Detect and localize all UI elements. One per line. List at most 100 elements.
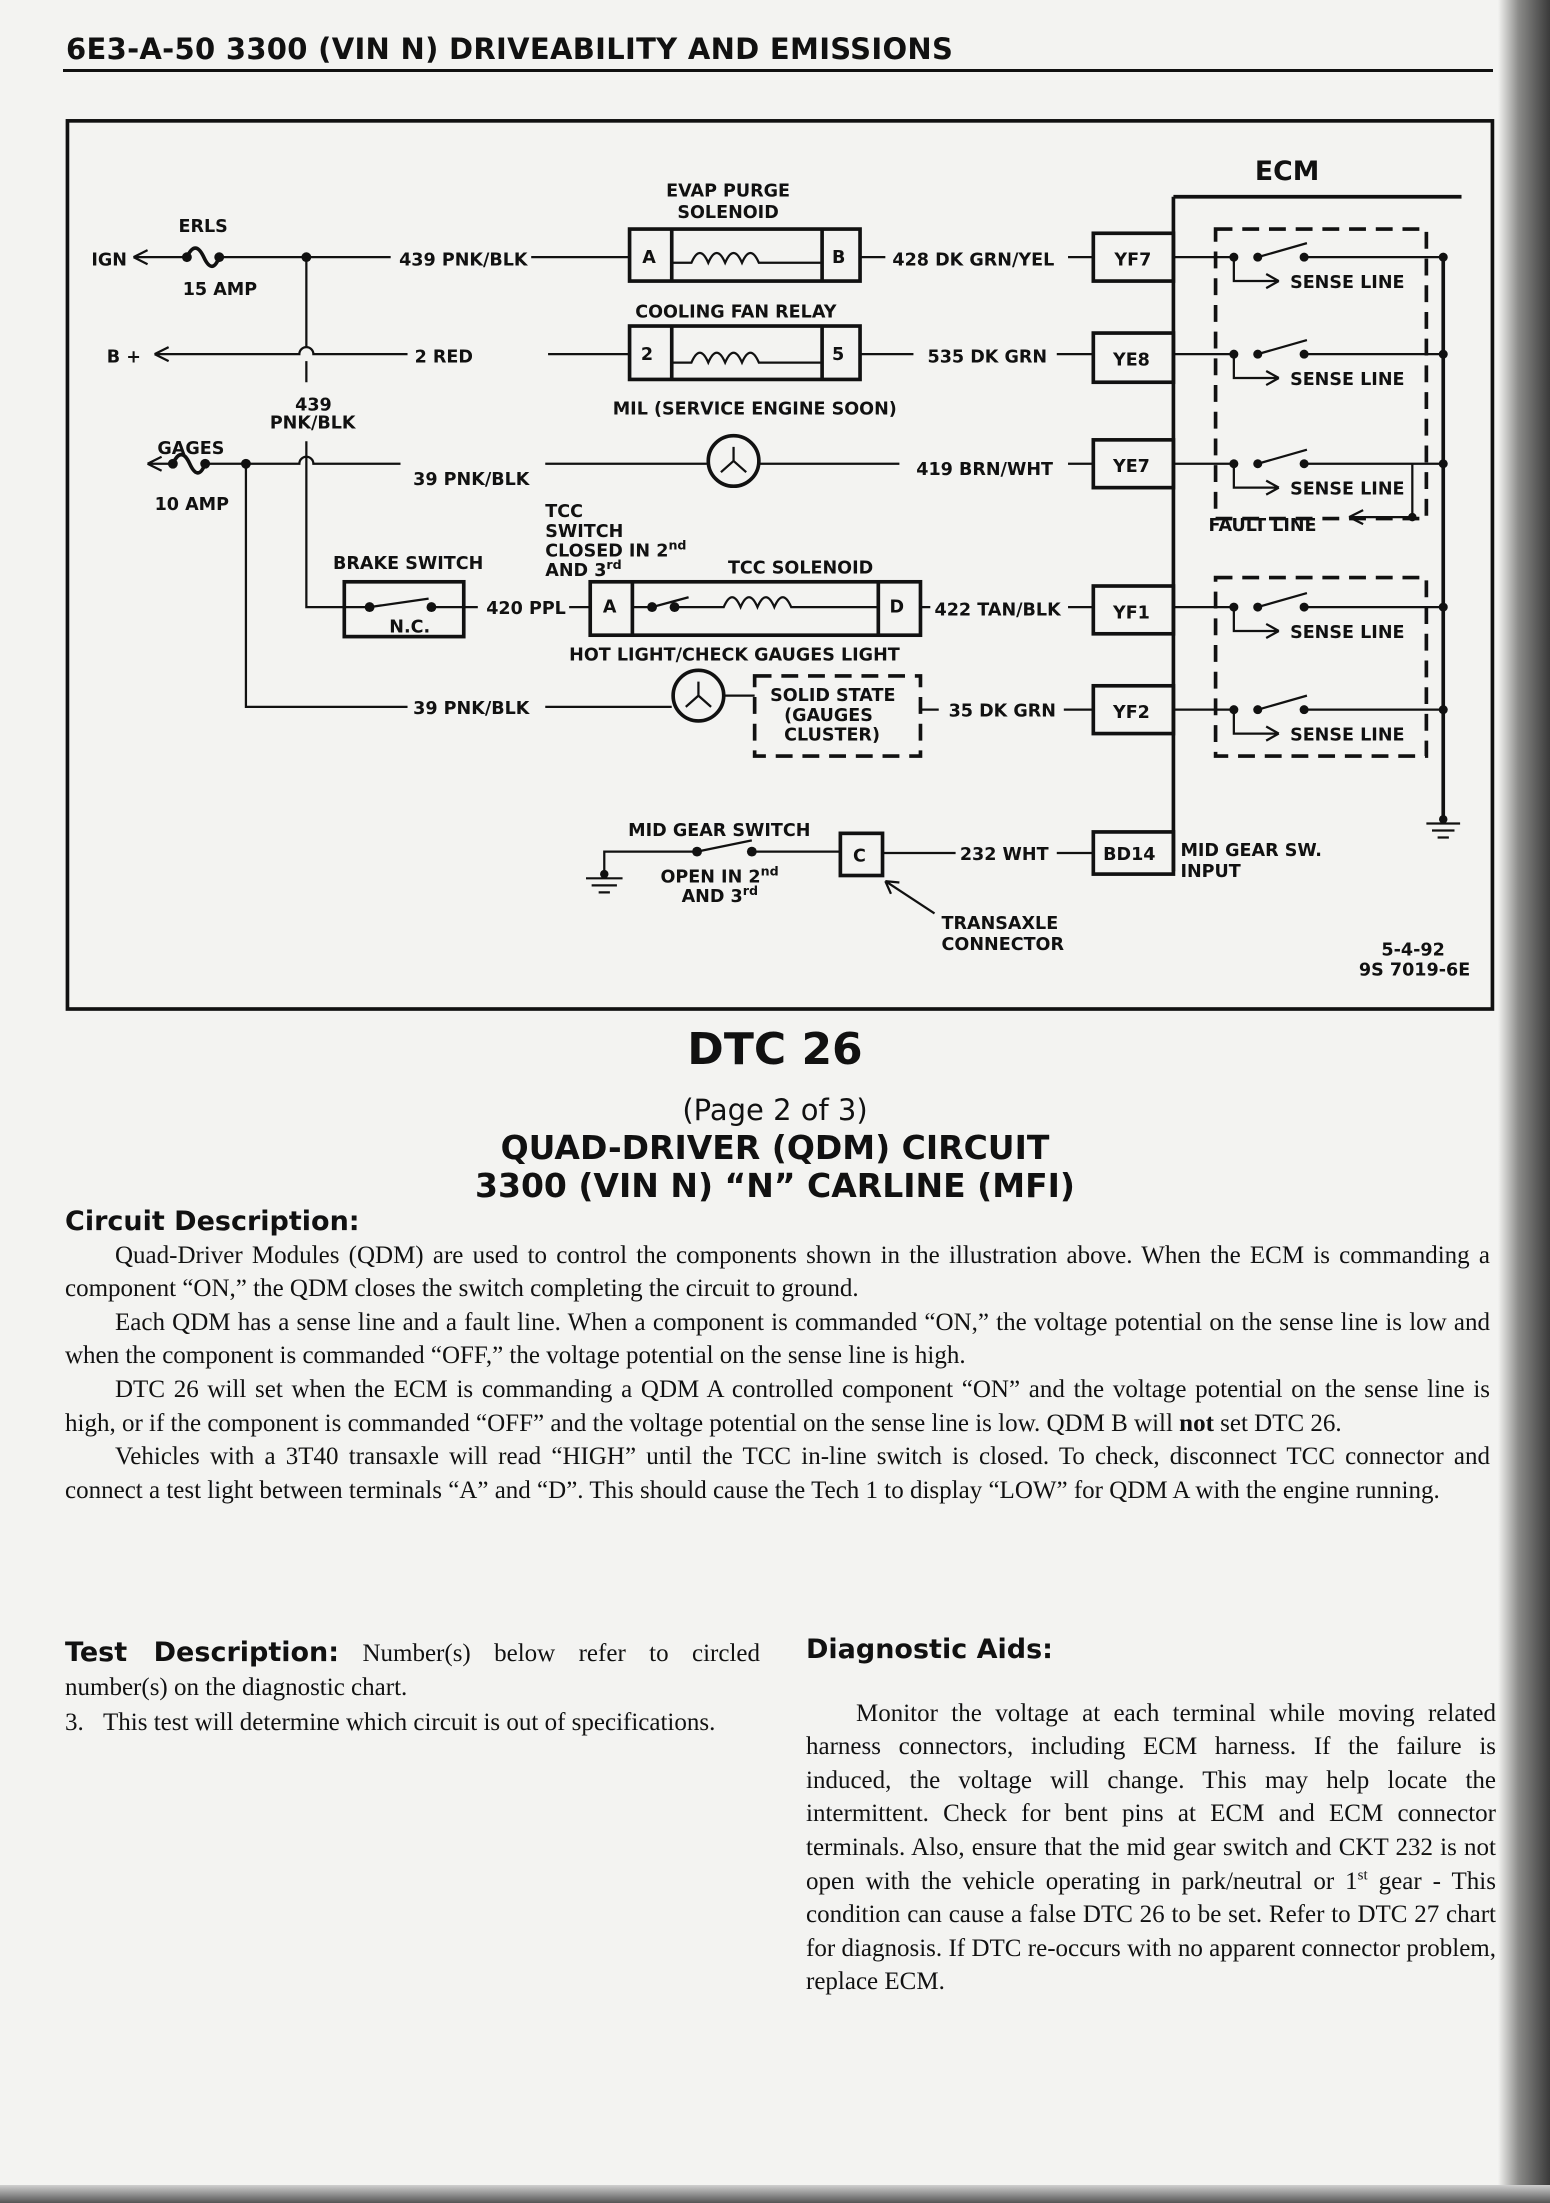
- brake-switch-label: BRAKE SWITCH: [333, 554, 483, 574]
- paragraph: DTC 26 will set when the ECM is commandi…: [65, 1375, 1490, 1437]
- qdm-a-box: [1213, 227, 1429, 521]
- solid-state-label-2: (GAUGES: [784, 706, 873, 726]
- terminal-5: 5: [832, 345, 844, 365]
- wire-439-label-3: PNK/BLK: [270, 414, 357, 434]
- solid-state-label-3: CLUSTER): [784, 726, 880, 746]
- bplus-label: B +: [107, 348, 141, 368]
- fuse-erls-icon: [181, 246, 225, 269]
- qdm-switch: SENSE LINE: [1173, 242, 1448, 293]
- fault-line-label: FAULT LINE: [1209, 516, 1317, 536]
- wire-422-label: 422 TAN/BLK: [935, 601, 1063, 621]
- mil-label: MIL (SERVICE ENGINE SOON): [613, 400, 897, 420]
- cooling-fan-relay: [627, 324, 862, 382]
- transaxle-label: TRANSAXLE: [942, 914, 1059, 934]
- evap-solenoid: [627, 227, 862, 283]
- coil-icon: [671, 351, 823, 366]
- brake-switch: [342, 579, 466, 639]
- circuit-description: Circuit Description: Quad-Driver Modules…: [65, 1205, 1490, 1507]
- tcc-label-4: AND 3rd: [545, 557, 621, 581]
- fuse-10amp-label: 10 AMP: [155, 495, 230, 515]
- paragraph: Monitor the voltage at each terminal whi…: [806, 1699, 1496, 1996]
- sense-line-label: SENSE LINE: [1290, 370, 1404, 390]
- qdm-b-box: [1213, 575, 1429, 758]
- scan-bottom-edge: [0, 2185, 1550, 2203]
- hot-light-label: HOT LIGHT/CHECK GAUGES LIGHT: [569, 645, 900, 665]
- pin-bd14: BD14: [1103, 845, 1155, 865]
- test-item: This test will determine which circuit i…: [103, 1709, 716, 1737]
- figure-date: 5-4-92: [1381, 941, 1444, 961]
- wire-419-label: 419 BRN/WHT: [916, 460, 1053, 480]
- test-description-heading: Test Description:: [65, 1637, 340, 1668]
- coil-icon: [671, 251, 823, 266]
- paragraph: Vehicles with a 3T40 transaxle will read…: [65, 1443, 1490, 1504]
- gages-label: GAGES: [157, 439, 224, 459]
- sense-line-label: SENSE LINE: [1290, 273, 1404, 293]
- item-number: 3.: [65, 1709, 84, 1737]
- qdm-switch: SENSE LINE: [1173, 694, 1448, 746]
- diagnostic-aids-heading: Diagnostic Aids:: [806, 1634, 1053, 1665]
- figure-number: 9S 7019-6E: [1359, 960, 1470, 980]
- pin-yf1: YF1: [1112, 603, 1150, 623]
- mid-gear-switch-label: MID GEAR SWITCH: [628, 821, 810, 841]
- ecm-label: ECM: [1255, 156, 1319, 187]
- erls-label: ERLS: [178, 217, 227, 237]
- open-label-1: OPEN IN 2nd: [660, 864, 778, 888]
- hot-light-lamp-icon: [671, 668, 726, 723]
- terminal-b: B: [832, 248, 845, 268]
- test-description: Test Description: Number(s) below refer …: [65, 1636, 760, 1740]
- pointer-arrow: [884, 880, 936, 915]
- page-indicator: (Page 2 of 3): [682, 1093, 868, 1127]
- terminal-a: A: [603, 598, 617, 618]
- open-label-2: AND 3rd: [682, 883, 758, 907]
- fuse-15amp-label: 15 AMP: [183, 280, 258, 300]
- pin-yf2: YF2: [1112, 703, 1150, 723]
- tcc-label-2: SWITCH: [545, 522, 623, 542]
- wire-420-label: 420 PPL: [486, 599, 566, 619]
- transaxle-label-2: CONNECTOR: [942, 935, 1065, 955]
- wire-35-label: 35 DK GRN: [949, 702, 1056, 722]
- evap-label-2: SOLENOID: [677, 203, 778, 223]
- pin-ye7: YE7: [1112, 457, 1150, 477]
- coil-icon: [632, 596, 879, 610]
- ground-icon: [586, 869, 623, 894]
- qdm-switch: SENSE LINE: [1173, 448, 1448, 500]
- mid-gear-input-label-2: INPUT: [1180, 862, 1240, 882]
- diagram-frame: [65, 119, 1495, 1011]
- gauge-cluster-box: [752, 674, 923, 758]
- page-header: 6E3-A-50 3300 (VIN N) DRIVEABILITY AND E…: [66, 32, 954, 66]
- sense-line-label: SENSE LINE: [1290, 726, 1404, 746]
- terminal-a: A: [642, 248, 656, 268]
- test-intro: Number(s) below refer to circled number(…: [65, 1640, 760, 1701]
- dtc-title: DTC 26: [687, 1024, 863, 1075]
- circuit-description-heading: Circuit Description:: [65, 1206, 360, 1237]
- wire-2-label: 2 RED: [415, 348, 473, 368]
- wire-232-label: 232 WHT: [960, 845, 1049, 865]
- terminal-2: 2: [641, 345, 653, 365]
- wire-439-label-2: 439: [295, 395, 332, 415]
- fuse-gages-icon: [167, 452, 211, 475]
- scan-page-edge: [1498, 0, 1550, 2203]
- header-rule: [63, 69, 1493, 72]
- tcc-label-1: TCC: [545, 502, 583, 522]
- tcc-label-3: CLOSED IN 2nd: [545, 537, 686, 561]
- evap-label: EVAP PURGE: [666, 182, 790, 202]
- tcc-solenoid: [588, 579, 923, 638]
- wire-535-label: 535 DK GRN: [927, 348, 1047, 368]
- wire-39-label-2: 39 PNK/BLK: [413, 699, 531, 719]
- mid-gear-input-label: MID GEAR SW.: [1180, 841, 1321, 861]
- vehicle-title: 3300 (VIN N) “N” CARLINE (MFI): [475, 1166, 1075, 1205]
- tcc-solenoid-label: TCC SOLENOID: [728, 558, 873, 578]
- ign-label: IGN: [91, 251, 127, 271]
- mid-gear-switch: [603, 839, 841, 875]
- wire-428-label: 428 DK GRN/YEL: [892, 251, 1054, 271]
- pin-ye8: YE8: [1112, 350, 1150, 370]
- sense-line-label: SENSE LINE: [1290, 480, 1404, 500]
- nc-label: N.C.: [389, 617, 430, 637]
- circuit-title: QUAD-DRIVER (QDM) CIRCUIT: [500, 1128, 1050, 1167]
- ground-icon: [1426, 815, 1461, 839]
- pin-yf7: YF7: [1113, 251, 1151, 271]
- wire-39-label: 39 PNK/BLK: [413, 470, 531, 490]
- qdm-switch: SENSE LINE: [1173, 591, 1448, 643]
- mil-lamp-icon: [706, 433, 761, 489]
- terminal-c: C: [853, 846, 866, 866]
